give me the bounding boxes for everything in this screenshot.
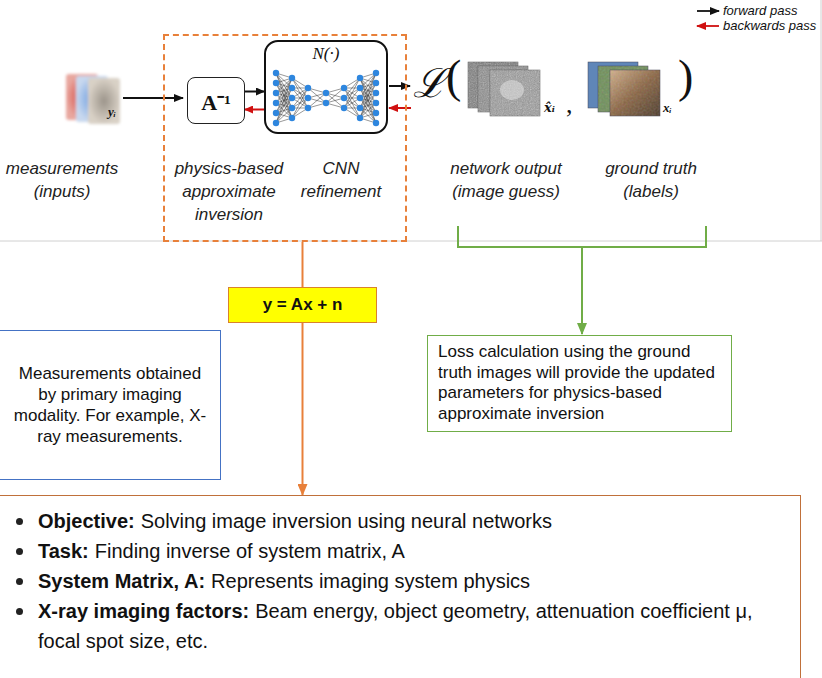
output-images: [468, 62, 540, 116]
symbol-label: yᵢ: [108, 104, 116, 120]
box-text: y = Ax + n: [235, 295, 370, 315]
equation-box: y = Ax + n: [228, 287, 377, 323]
note-box: Loss calculation using the ground truth …: [427, 335, 732, 432]
bullet-dot: [16, 518, 23, 525]
bullet-dot: [16, 608, 23, 615]
bracket-symbol: (: [446, 50, 461, 103]
caption-label: network output (image guess): [430, 158, 582, 204]
orange-connector: [302, 323, 304, 495]
bullet-body: Represents imaging system physics: [211, 570, 530, 592]
bullet-heading: System Matrix, A:: [38, 570, 205, 592]
bullet-line: Task: Finding inverse of system matrix, A: [38, 536, 790, 566]
symbol-label: xᵢ: [663, 100, 672, 116]
legend-text: forward pass: [723, 3, 797, 18]
bullet-dot: [16, 548, 23, 555]
bullet-heading: Objective:: [38, 510, 135, 532]
separator-symbol: ,: [566, 90, 573, 120]
network-icon: [266, 66, 386, 130]
caption-label: ground truth (labels): [590, 158, 712, 204]
group-label: CNN refinement: [289, 158, 393, 204]
bullet-body: Finding inverse of system matrix, A: [95, 540, 405, 562]
box-text: A⁻¹: [201, 86, 230, 116]
panel-border: [0, 241, 822, 242]
loss-symbol: ℒ: [413, 54, 446, 109]
ground-truth-images: [588, 62, 660, 116]
legend-sample: [697, 25, 719, 27]
cnn-box: N(·): [264, 40, 388, 134]
box-text: Loss calculation using the ground truth …: [438, 342, 721, 425]
backward-arrow: [245, 109, 264, 111]
bullet-dot: [16, 578, 23, 585]
group-label: physics-based approximate inversion: [169, 158, 289, 227]
box-text: Measurements obtained by primary imaging…: [8, 363, 212, 448]
box-text: N(·): [266, 44, 386, 64]
bullet-heading: X-ray imaging factors:: [38, 600, 249, 622]
measurement-images: [66, 74, 120, 124]
symbol-label: x̂ᵢ: [544, 100, 555, 115]
note-box: Measurements obtained by primary imaging…: [0, 330, 221, 480]
process-box: A⁻¹: [187, 77, 245, 124]
bracket-symbol: ): [678, 50, 693, 103]
bullet-line: System Matrix, A: Represents imaging syst…: [38, 566, 790, 596]
panel-border: [821, 0, 822, 241]
summary-box: Objective: Solving image inversion using …: [0, 495, 801, 678]
group-box: physics-based approximate inversionCNN r…: [163, 34, 407, 242]
legend-text: backwards pass: [723, 18, 816, 33]
bullet-line: Objective: Solving image inversion using …: [38, 506, 790, 536]
legend-sample: [697, 10, 719, 12]
leader-arrow: [581, 247, 583, 334]
bullet-heading: Task:: [38, 540, 89, 562]
backward-arrow: [389, 107, 411, 109]
forward-arrow: [123, 97, 183, 99]
forward-arrow: [245, 91, 264, 93]
caption-label: measurements (inputs): [2, 158, 122, 204]
bullet-line: X-ray imaging factors:Beam energy, objec…: [38, 596, 790, 656]
orange-connector: [302, 242, 304, 287]
bullet-body: Solving image inversion using neural net…: [141, 510, 552, 532]
bracket: [458, 226, 706, 247]
